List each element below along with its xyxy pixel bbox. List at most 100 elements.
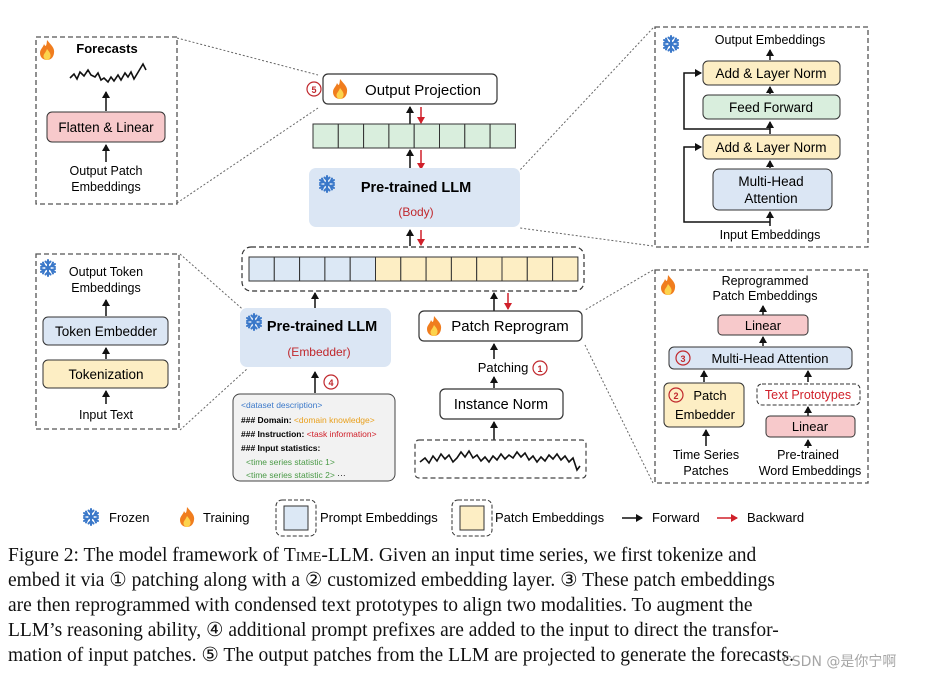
patch-embedder-1: Patch [693, 388, 726, 403]
embedding-cell [273, 256, 301, 282]
embedding-cell [375, 256, 402, 282]
token-output-2: Embeddings [71, 281, 141, 295]
feed-forward-box: Feed Forward [729, 100, 813, 115]
transformer-input: Input Embeddings [720, 228, 821, 242]
embedding-cell [413, 123, 441, 149]
embedding-cell [526, 256, 554, 282]
reprogram-output-2: Patch Embeddings [713, 289, 818, 303]
watermark: CSDN @是你宁啊 [782, 654, 897, 670]
embedding-cell [312, 123, 339, 149]
output-projection-label: Output Projection [365, 82, 481, 99]
token-panel: Output Token Embeddings Token Embedder T… [35, 253, 180, 430]
transformer-panel: Output Embeddings Add & Layer Norm Feed … [654, 26, 869, 248]
ts-input-1: Time Series [673, 448, 739, 462]
reprogram-mha-box: Multi-Head Attention [711, 351, 828, 366]
mha-box-2: Attention [744, 191, 797, 206]
step-5-badge: 5 [311, 85, 316, 95]
forecast-input-1: Output Patch [70, 164, 143, 178]
input-series-box [414, 439, 587, 479]
patch-reprogram-label: Patch Reprogram [451, 318, 569, 335]
embedding-cell [476, 256, 503, 282]
figure-caption: Figure 2: The model framework of Time-LL… [8, 543, 934, 668]
llm-embedder-title: Pre-trained LLM [267, 319, 377, 335]
embedding-cell [299, 256, 326, 282]
patch-embedder-2: Embedder [675, 407, 736, 422]
mha-box-1: Multi-Head [738, 174, 803, 189]
addnorm-top-box: Add & Layer Norm [715, 66, 826, 81]
caption-line-2: embed it via ① patching along with a ② c… [8, 570, 775, 591]
addnorm-bottom-box: Add & Layer Norm [715, 140, 826, 155]
legend: Frozen Training Prompt Embeddings Patch … [83, 499, 804, 537]
embedding-cell [464, 123, 491, 149]
prompt-card: <dataset description> ### Domain: <domai… [232, 393, 396, 482]
ts-input-2: Patches [683, 464, 728, 478]
caption-line-4: LLM’s reasoning ability, ④ additional pr… [8, 620, 779, 641]
reprogram-panel: Reprogrammed Patch Embeddings Linear 3 M… [654, 269, 869, 484]
tokenization-box: Tokenization [68, 367, 143, 382]
embedding-cell [552, 256, 579, 282]
snowflake-icon [663, 35, 679, 53]
input-series [419, 449, 581, 472]
legend-forward: Forward [652, 510, 700, 525]
llm-body-sub: (Body) [398, 205, 433, 219]
legend-patch: Patch Embeddings [495, 510, 605, 525]
word-input-2: Word Embeddings [759, 464, 862, 478]
caption-line-5: mation of input patches. ⑤ The output pa… [8, 645, 795, 666]
embedding-cell [425, 256, 452, 282]
zoom-connectors [176, 27, 654, 484]
forecast-title: Forecasts [76, 41, 137, 56]
linear-bottom-box: Linear [792, 419, 829, 434]
token-input: Input Text [79, 408, 134, 422]
step-2-badge: 2 [673, 391, 678, 401]
transformer-output: Output Embeddings [715, 33, 826, 47]
input-embedding-strip [241, 246, 585, 292]
llm-embedder-sub: (Embedder) [287, 345, 350, 359]
llm-embedder-box: Pre-trained LLM (Embedder) [240, 308, 391, 367]
legend-training: Training [203, 510, 249, 525]
forecast-input-2: Embeddings [71, 180, 141, 194]
forecast-panel: Forecasts Flatten & Linear Output Patch … [35, 36, 178, 205]
input-embedding-cells [248, 256, 579, 282]
output-embedding-cells [312, 123, 516, 149]
legend-prompt: Prompt Embeddings [320, 510, 438, 525]
text-prototypes: Text Prototypes [765, 388, 851, 402]
embedding-cell [450, 256, 478, 282]
svg-text:### Instruction: <task informa: ### Instruction: <task information> [241, 429, 377, 439]
embedding-cell [400, 256, 427, 282]
legend-frozen: Frozen [109, 510, 149, 525]
token-output-1: Output Token [69, 265, 143, 279]
patch-reprogram-box: Patch Reprogram [418, 310, 583, 342]
embedding-cell [337, 123, 365, 149]
patching-label: Patching [478, 360, 529, 375]
framework-diagram: Forecasts Flatten & Linear Output Patch … [35, 26, 869, 537]
token-embedder-box: Token Embedder [55, 324, 158, 339]
reprogram-output-1: Reprogrammed [722, 274, 809, 288]
embedding-cell [439, 123, 466, 149]
instance-norm-box: Instance Norm [439, 388, 564, 420]
legend-backward: Backward [747, 510, 804, 525]
embedding-cell [489, 123, 516, 149]
prompt-line-5: <time series statistic 1> [246, 457, 335, 467]
flame-icon [661, 275, 676, 295]
prompt-line-1: <dataset description> [241, 400, 322, 410]
embedding-cell [248, 256, 275, 282]
embedding-cell [349, 256, 377, 282]
embedding-cell [501, 256, 528, 282]
instance-norm-label: Instance Norm [454, 397, 548, 413]
llm-body-box: Pre-trained LLM (Body) [309, 168, 520, 227]
embedding-cell [388, 123, 415, 149]
caption-line-1: Figure 2: The model framework of Time-LL… [8, 545, 757, 566]
llm-body-title: Pre-trained LLM [361, 180, 471, 196]
output-projection-box: 5 Output Projection [306, 73, 498, 105]
embedding-cell [363, 123, 390, 149]
embedding-cell [324, 256, 351, 282]
svg-text:### Domain: <domain knowledge>: ### Domain: <domain knowledge> [241, 415, 375, 425]
linear-top-box: Linear [745, 318, 782, 333]
flame-icon [40, 40, 55, 60]
caption-line-3: are then reprogrammed with condensed tex… [8, 595, 753, 616]
flatten-linear-box: Flatten & Linear [58, 120, 154, 135]
step-3-badge: 3 [680, 354, 685, 364]
step-1-badge: 1 [537, 364, 542, 374]
svg-text:<time series statistic 2> ···: <time series statistic 2> ··· [246, 470, 346, 480]
prompt-line-4: ### Input statistics: [241, 443, 321, 453]
